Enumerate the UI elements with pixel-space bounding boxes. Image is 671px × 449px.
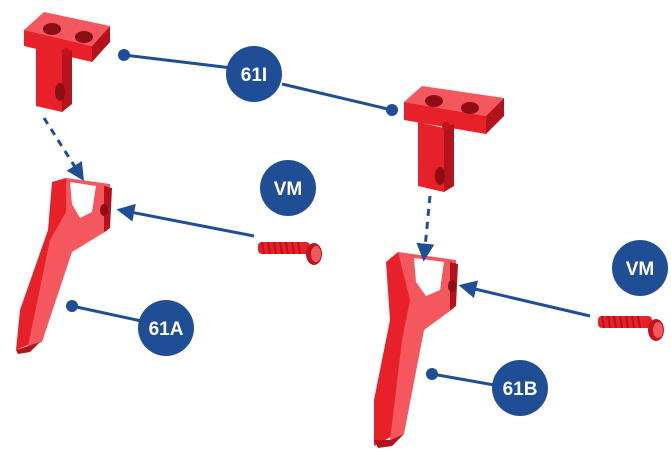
- line-61i-to-right-bracket: [281, 82, 393, 112]
- badge-61b: 61B: [492, 360, 548, 416]
- screw-vm-right: [598, 315, 664, 341]
- line-61i-to-left-bracket: [123, 53, 233, 70]
- bracket-61i-left: [24, 12, 110, 112]
- callout-dots: [66, 49, 438, 380]
- badge-vm-left: VM: [260, 160, 316, 216]
- screw-vm-left: [258, 241, 322, 265]
- callout-lines: [42, 53, 591, 388]
- bracket-61i-right: [404, 86, 504, 192]
- line-61a-to-lever: [71, 304, 147, 324]
- arrow-screw-left-to-lever: [116, 203, 255, 238]
- lever-61a: [16, 178, 112, 354]
- arrow-screw-right-to-lever: [458, 280, 591, 318]
- label-61i: 61I: [241, 65, 267, 86]
- dashed-arrow-right-bracket-to-lever: [416, 195, 435, 262]
- dashed-arrow-left-bracket-to-lever: [42, 117, 84, 182]
- lever-61b: [374, 252, 458, 448]
- badge-61a: 61A: [138, 300, 194, 356]
- label-vm-right: VM: [626, 259, 655, 280]
- badge-vm-right: VM: [612, 240, 668, 296]
- label-61b: 61B: [503, 379, 538, 400]
- label-61a: 61A: [149, 319, 184, 340]
- line-61b-to-lever: [431, 372, 501, 388]
- badge-61i: 61I: [226, 46, 282, 102]
- label-vm-left: VM: [274, 179, 303, 200]
